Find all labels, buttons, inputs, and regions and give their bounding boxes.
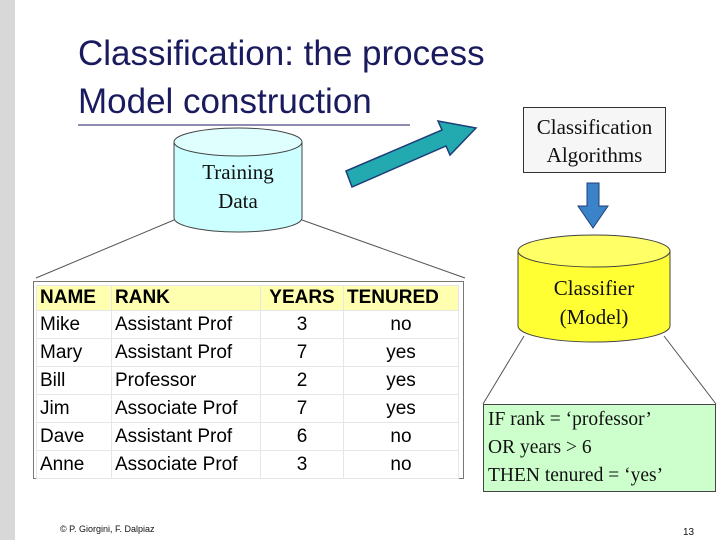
cell-name: Mary (36, 338, 112, 367)
cone-line-left (35, 219, 175, 279)
rule-line-3: THEN tenured = ‘yes’ (488, 465, 664, 486)
cell-years: 3 (260, 310, 344, 339)
down-arrow (577, 182, 609, 229)
table-row: Dave Assistant Prof 6 no (36, 422, 459, 451)
cone-line-right (301, 219, 466, 279)
col-header-rank: RANK (111, 285, 261, 311)
cell-tenured: no (343, 450, 459, 479)
footer-credit: © P. Giorgini, F. Dalpiaz (60, 524, 155, 534)
cell-rank: Assistant Prof (111, 310, 261, 339)
classification-rule-box: IF rank = ‘professor’ OR years > 6 THEN … (483, 404, 716, 492)
classifier-cylinder (517, 234, 671, 343)
cell-tenured: yes (343, 366, 459, 395)
slide-title-line1: Classification: the process (78, 34, 485, 73)
rule-line-2: OR years > 6 (488, 437, 592, 458)
table-row: Anne Associate Prof 3 no (36, 450, 459, 479)
cell-tenured: no (343, 310, 459, 339)
training-data-label: Training Data (202, 160, 274, 213)
table-header-row: NAME RANK YEARS TENURED (36, 285, 459, 311)
classifier-label: Classifier (Model) (553, 276, 635, 329)
cell-name: Jim (36, 394, 112, 423)
col-header-tenured: TENURED (343, 285, 459, 311)
cell-years: 6 (260, 422, 344, 451)
cell-tenured: yes (343, 338, 459, 367)
cell-rank: Assistant Prof (111, 338, 261, 367)
cell-tenured: no (343, 422, 459, 451)
cell-rank: Associate Prof (111, 450, 261, 479)
data-table: NAME RANK YEARS TENURED Mike Assistant P… (36, 285, 459, 479)
cell-name: Mike (36, 310, 112, 339)
training-data-cylinder (173, 127, 303, 233)
cell-name: Anne (36, 450, 112, 479)
cell-tenured: yes (343, 394, 459, 423)
training-data-table: NAME RANK YEARS TENURED Mike Assistant P… (33, 281, 464, 479)
cell-name: Bill (36, 366, 112, 395)
rule-line-1: IF rank = ‘professor’ (488, 409, 652, 430)
cell-name: Dave (36, 422, 112, 451)
cell-rank: Associate Prof (111, 394, 261, 423)
col-header-years: YEARS (260, 285, 344, 311)
table-row: Jim Associate Prof 7 yes (36, 394, 459, 423)
left-decor-bar (0, 0, 15, 540)
classifier-line-right (663, 335, 717, 405)
cell-years: 7 (260, 338, 344, 367)
table-row: Mary Assistant Prof 7 yes (36, 338, 459, 367)
classification-algorithms-box: Classification Algorithms (523, 107, 666, 173)
slide-title-line2: Model construction (78, 82, 372, 121)
table-row: Mike Assistant Prof 3 no (36, 310, 459, 339)
green-arrow (345, 120, 478, 189)
table-row: Bill Professor 2 yes (36, 366, 459, 395)
classifier-line-left (482, 335, 525, 405)
cell-years: 3 (260, 450, 344, 479)
cell-rank: Assistant Prof (111, 422, 261, 451)
col-header-name: NAME (36, 285, 112, 311)
cell-rank: Professor (111, 366, 261, 395)
page-number: 13 (683, 527, 695, 538)
cell-years: 7 (260, 394, 344, 423)
cell-years: 2 (260, 366, 344, 395)
